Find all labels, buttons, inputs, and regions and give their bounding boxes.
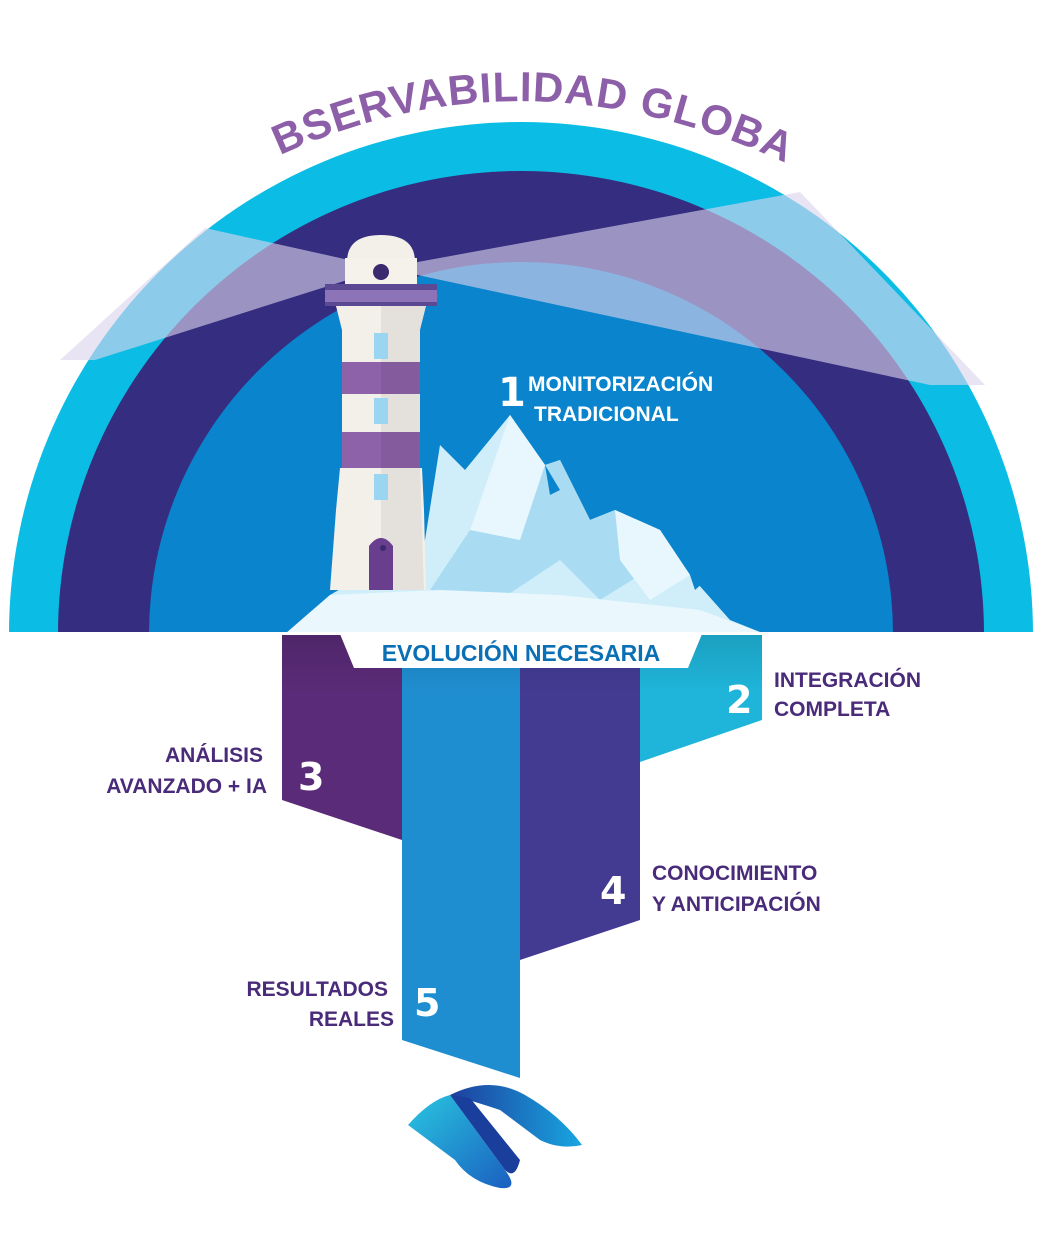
stage-1: 1 MONITORIZACIÓN TRADICIONAL	[498, 370, 713, 426]
stage-2-line2: COMPLETA	[774, 698, 890, 721]
ribbon-4	[520, 634, 640, 960]
stage-3-number: 3	[298, 755, 324, 799]
stage-5-line1: RESULTADOS	[246, 978, 388, 1001]
stage-1-number: 1	[498, 370, 526, 416]
banner-text: EVOLUCIÓN NECESARIA	[382, 639, 661, 666]
ribbon-5	[402, 634, 520, 1078]
stage-4: 4 CONOCIMIENTO Y ANTICIPACIÓN	[600, 862, 821, 916]
stage-5-number: 5	[414, 981, 440, 1025]
stage-4-line1: CONOCIMIENTO	[652, 862, 817, 885]
horizon-line	[0, 632, 1042, 635]
stage-1-line1: MONITORIZACIÓN	[528, 372, 713, 396]
stage-4-line2: Y ANTICIPACIÓN	[652, 892, 821, 916]
light-beam-right	[385, 192, 985, 385]
banner: EVOLUCIÓN NECESARIA	[340, 634, 702, 668]
lighthouse-icon	[325, 235, 437, 590]
stage-3-line1: ANÁLISIS	[165, 744, 263, 767]
stage-3-line2: AVANZADO + IA	[106, 775, 267, 798]
brand-logo-icon	[408, 1085, 582, 1189]
stage-5-line2: REALES	[309, 1008, 394, 1031]
stage-2-line1: INTEGRACIÓN	[774, 668, 921, 692]
stage-3: 3 ANÁLISIS AVANZADO + IA	[106, 744, 324, 799]
stage-2: 2 INTEGRACIÓN COMPLETA	[726, 668, 921, 722]
iceberg-icon	[285, 415, 765, 634]
stage-1-line2: TRADICIONAL	[534, 403, 679, 426]
light-beam-left	[60, 228, 385, 360]
stage-2-number: 2	[726, 678, 752, 722]
stage-4-number: 4	[600, 869, 626, 913]
stage-5: 5 RESULTADOS REALES	[246, 978, 440, 1031]
